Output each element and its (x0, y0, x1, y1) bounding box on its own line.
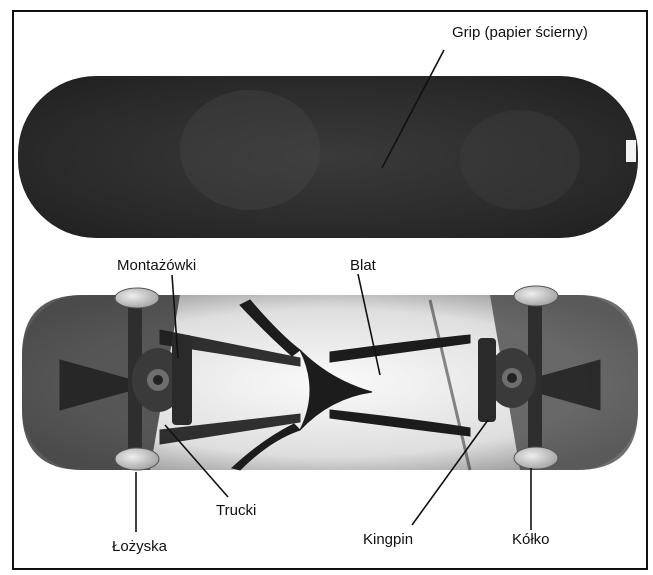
label-kingpin: Kingpin (363, 531, 413, 549)
label-trucki: Trucki (216, 502, 256, 520)
label-montazowki: Montażówki (117, 257, 196, 275)
label-kolko: Kółko (512, 531, 550, 549)
label-blat: Blat (350, 257, 376, 275)
label-lozyska: Łożyska (112, 538, 167, 556)
deck-top-notch (626, 140, 636, 162)
label-grip: Grip (papier ścierny) (452, 24, 588, 42)
deck-top-grip (18, 76, 638, 238)
